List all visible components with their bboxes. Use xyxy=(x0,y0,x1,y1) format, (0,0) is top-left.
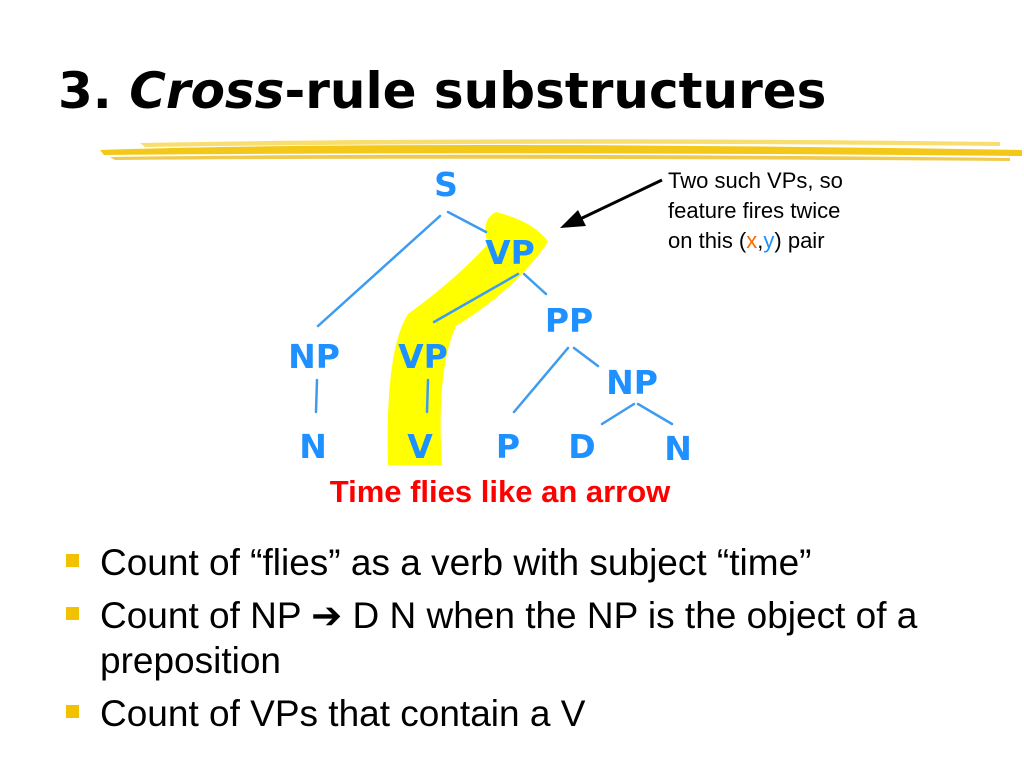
title-underline-brush xyxy=(100,139,1022,161)
node-p: P xyxy=(496,427,520,466)
node-n1: N xyxy=(299,427,327,466)
edge-vp-pp xyxy=(522,272,548,296)
node-np-subject: NP xyxy=(288,337,340,376)
node-pp: PP xyxy=(545,301,593,340)
node-vp-inner: VP xyxy=(398,337,448,376)
edge-np-d xyxy=(600,402,636,426)
node-np-object: NP xyxy=(606,363,658,402)
callout-arrow xyxy=(560,178,663,228)
bullet-item: Count of VPs that contain a V xyxy=(62,691,1022,736)
right-arrow-icon: ➔ xyxy=(311,595,343,636)
edge-np-n2 xyxy=(636,402,674,426)
callout-note: Two such VPs, so feature fires twice on … xyxy=(668,166,968,256)
node-n2: N xyxy=(664,429,692,468)
edge-np-n xyxy=(314,378,319,414)
bullet-text: Count of VPs that contain a V xyxy=(100,693,586,734)
bullet-text-post: D N when the NP is the object of a prepo… xyxy=(100,595,918,681)
node-v: V xyxy=(407,427,433,466)
node-d: D xyxy=(568,427,595,466)
bullet-square-icon xyxy=(66,554,79,567)
callout-line-1: Two such VPs, so xyxy=(668,168,843,193)
bullet-text-pre: Count of NP xyxy=(100,595,312,636)
node-vp-top: VP xyxy=(485,233,535,272)
edge-s-vp xyxy=(446,210,488,234)
callout-line-2: feature fires twice xyxy=(668,198,841,223)
edge-s-np xyxy=(316,214,442,328)
node-s: S xyxy=(434,165,458,204)
bullet-text: Count of “flies” as a verb with subject … xyxy=(100,542,812,583)
edge-pp-p xyxy=(512,346,570,414)
tree-edges xyxy=(314,210,674,426)
callout-line-3-post: ) pair xyxy=(774,228,825,253)
bullet-item: Count of “flies” as a verb with subject … xyxy=(62,540,1022,585)
callout-x: x xyxy=(746,228,758,253)
edge-vp-vp xyxy=(432,272,520,324)
title-rest: -rule substructures xyxy=(284,62,827,120)
title-italic-word: Cross xyxy=(129,62,285,120)
callout-line-3-pre: on this ( xyxy=(668,228,747,253)
example-sentence: Time flies like an arrow xyxy=(329,474,671,509)
bullet-square-icon xyxy=(66,705,79,718)
bullet-list: Count of “flies” as a verb with subject … xyxy=(62,540,1022,744)
title-number: 3. xyxy=(58,62,112,120)
bullet-item: Count of NP ➔ D N when the NP is the obj… xyxy=(62,593,1022,683)
edge-pp-np xyxy=(572,346,600,368)
slide-title: 3. Cross-rule substructures xyxy=(58,62,826,120)
edge-vp-v xyxy=(425,378,430,414)
callout-y: y xyxy=(763,228,775,253)
bullet-square-icon xyxy=(66,607,79,620)
callout-comma: , xyxy=(757,228,764,253)
callout-line-3: on this (x,y) pair xyxy=(668,226,968,256)
